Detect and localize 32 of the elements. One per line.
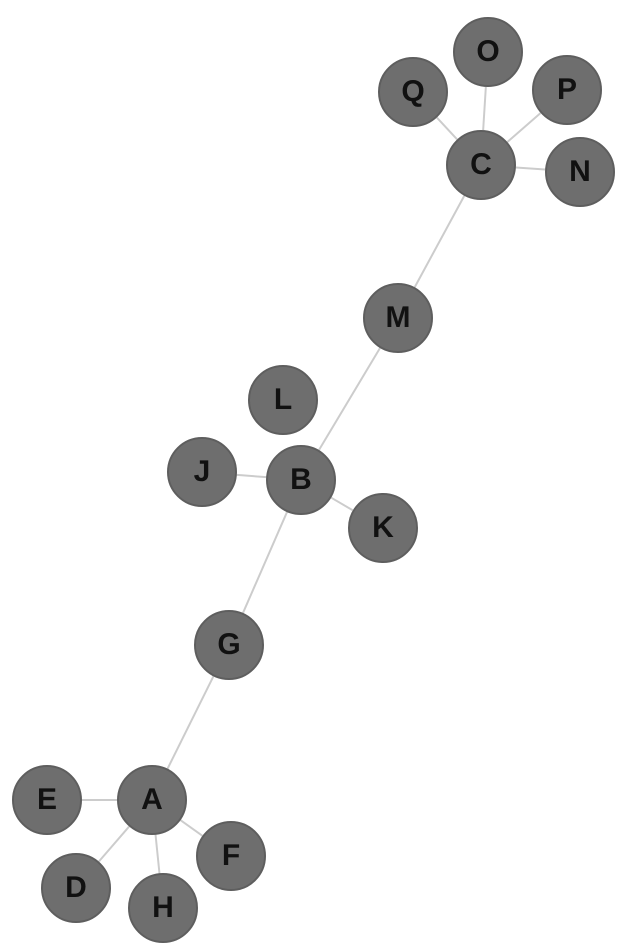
node-label: D: [65, 871, 87, 905]
node-label: M: [386, 301, 410, 335]
connector-line: [482, 86, 487, 130]
connector-line: [166, 676, 214, 770]
node-label: O: [476, 35, 500, 69]
node-label: L: [274, 383, 292, 417]
node-label: B: [290, 463, 312, 497]
node-label: J: [194, 455, 210, 489]
connector-line: [180, 819, 204, 837]
node-label: K: [372, 511, 394, 545]
connector-line: [98, 826, 130, 862]
node-label: H: [152, 891, 174, 925]
connector-line: [236, 474, 266, 478]
node-label: F: [222, 839, 240, 873]
connector-line: [82, 799, 117, 801]
connector-line: [506, 112, 542, 143]
node-label: C: [470, 148, 492, 182]
node-label: N: [569, 155, 591, 189]
connector-line: [436, 116, 458, 140]
node-label: P: [556, 73, 577, 107]
graph-node-circle: [446, 130, 516, 200]
node-label: G: [217, 628, 241, 662]
node-label: Q: [401, 75, 425, 109]
node-label: A: [141, 783, 163, 817]
connector-line: [516, 166, 546, 171]
node-label: E: [36, 783, 57, 817]
connector-line: [318, 348, 381, 450]
connector-line: [242, 512, 288, 614]
graph-node-circle: [117, 765, 187, 835]
connector-line: [154, 834, 160, 874]
connector-line: [330, 496, 354, 512]
connector-line: [414, 195, 466, 288]
